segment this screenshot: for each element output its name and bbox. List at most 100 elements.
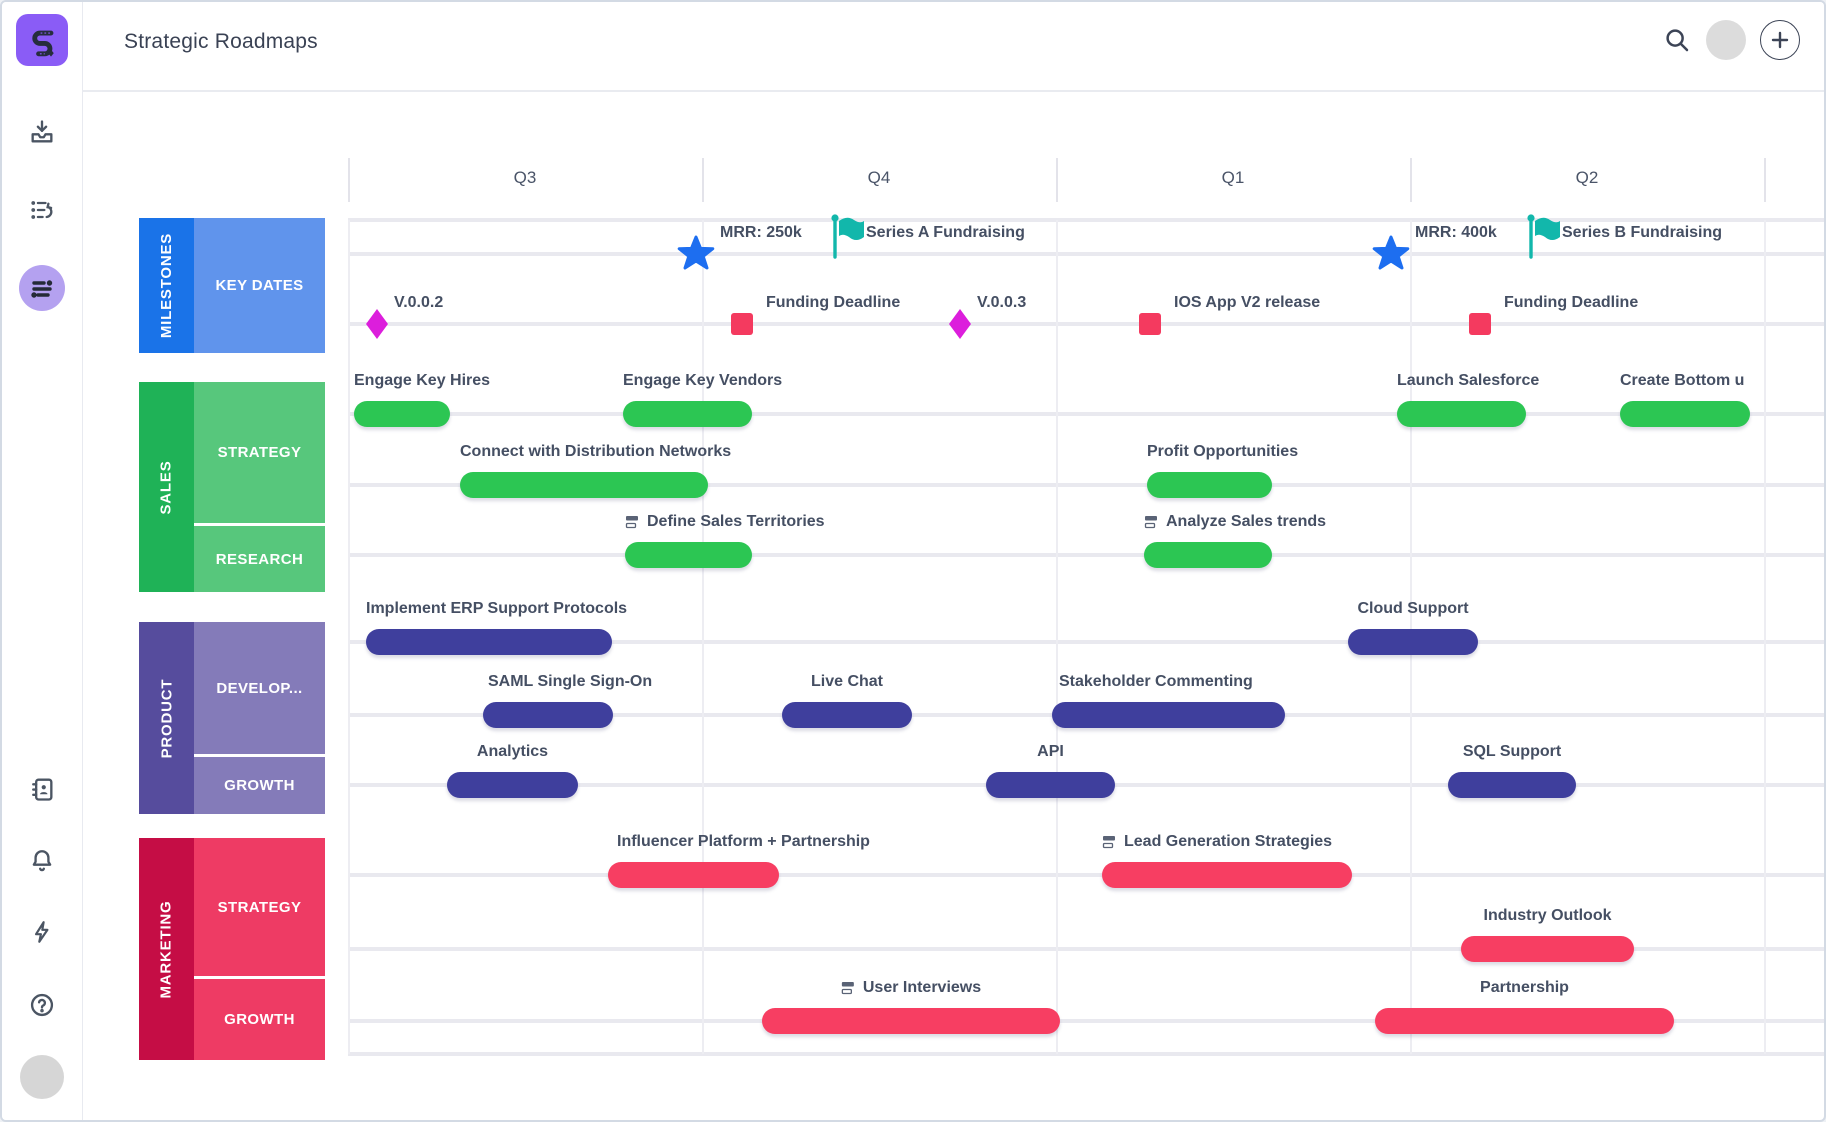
roadmap-bar-label: API <box>1037 743 1064 760</box>
roadmap-bar-label: SQL Support <box>1462 743 1562 760</box>
milestone-label: MRR: 250k <box>720 224 802 241</box>
quarter-label: Q3 <box>513 168 537 187</box>
roadmap-bar[interactable] <box>782 702 912 728</box>
roadmap-bar[interactable] <box>623 401 752 427</box>
square-milestone-marker[interactable] <box>1468 312 1492 336</box>
roadmap-bar[interactable] <box>1461 936 1634 962</box>
roadmap-bar[interactable] <box>986 772 1115 798</box>
swimlane-name: PRODUCT <box>139 622 194 814</box>
sub-items-icon <box>625 515 640 529</box>
activity-icon[interactable] <box>29 919 55 945</box>
search-icon[interactable] <box>1662 25 1692 55</box>
star-milestone-marker[interactable] <box>675 233 717 275</box>
milestone-label: IOS App V2 release <box>1174 294 1321 311</box>
roadmap-bar[interactable] <box>1147 472 1272 498</box>
add-button[interactable] <box>1760 20 1800 60</box>
row-gridline <box>348 553 1824 557</box>
roadmap-bar[interactable] <box>483 702 613 728</box>
notifications-icon[interactable] <box>28 846 56 874</box>
roadmap-bar-label: Engage Key Vendors <box>623 372 783 389</box>
roadmap-bar-label: Partnership <box>1480 979 1569 996</box>
swimlane-row-label: RESEARCH <box>194 526 325 592</box>
swimlane-name: MILESTONES <box>139 218 194 353</box>
roadmap-view-icon[interactable] <box>19 265 65 311</box>
roadmap-bar[interactable] <box>1348 629 1478 655</box>
row-gridline <box>348 322 1824 326</box>
sub-items-icon <box>1144 515 1159 529</box>
roadmap-bar-label: Influencer Platform + Partnership <box>617 833 870 850</box>
roadmap-bar-label: Create Bottom u <box>1620 372 1745 389</box>
roadmap-bar-label: Connect with Distribution Networks <box>460 443 732 460</box>
quarter-tick <box>702 158 704 202</box>
row-gridline <box>348 218 1824 222</box>
roadmap-bar-label: User Interviews <box>841 978 981 998</box>
roadmap-bar[interactable] <box>1375 1008 1674 1034</box>
backlog-icon[interactable] <box>28 196 56 224</box>
left-sidebar <box>2 2 83 1120</box>
roadmap-bar[interactable] <box>1397 401 1526 427</box>
roadmap-bar[interactable] <box>762 1008 1060 1034</box>
swimlane-row-label: KEY DATES <box>194 218 325 353</box>
top-header: Strategic Roadmaps <box>82 2 1824 92</box>
roadmap-bar[interactable] <box>625 542 752 568</box>
diamond-milestone-marker[interactable] <box>948 308 972 340</box>
roadmap-bar[interactable] <box>354 401 450 427</box>
contacts-icon[interactable] <box>28 775 56 803</box>
sub-items-icon <box>1102 835 1117 849</box>
help-icon[interactable] <box>28 991 56 1019</box>
quarter-label: Q1 <box>1221 168 1245 187</box>
roadmap-bar-label: Implement ERP Support Protocols <box>366 600 628 617</box>
roadmap-bar[interactable] <box>1448 772 1576 798</box>
row-gridline <box>348 873 1824 877</box>
roadmap-bar[interactable] <box>1620 401 1750 427</box>
diamond-milestone-marker[interactable] <box>365 308 389 340</box>
account-avatar[interactable] <box>20 1055 64 1099</box>
roadmap-bar[interactable] <box>608 862 779 888</box>
roadmap-bar[interactable] <box>447 772 578 798</box>
flag-milestone-marker[interactable] <box>830 210 870 262</box>
roadmap-bar-label: Launch Salesforce <box>1397 372 1540 389</box>
milestone-label: V.0.0.3 <box>977 294 1027 311</box>
column-gridline <box>1056 220 1058 1054</box>
flag-milestone-marker[interactable] <box>1526 210 1566 262</box>
roadmap-bar[interactable] <box>1052 702 1285 728</box>
roadmap-bar-label: Define Sales Territories <box>625 512 825 532</box>
milestone-label: Funding Deadline <box>1504 294 1639 311</box>
sub-items-icon <box>841 981 856 995</box>
roadmap-bar-label: Lead Generation Strategies <box>1102 832 1332 852</box>
roadmap-bar[interactable] <box>366 629 612 655</box>
column-gridline <box>1764 220 1766 1054</box>
row-gridline <box>348 1019 1824 1023</box>
roadmap-bar[interactable] <box>1144 542 1272 568</box>
quarter-tick <box>1056 158 1058 202</box>
roadmap-bar-label: Analyze Sales trends <box>1144 512 1326 532</box>
user-avatar[interactable] <box>1706 20 1746 60</box>
swimlane-name: MARKETING <box>139 838 194 1060</box>
milestone-label: Series A Fundraising <box>866 224 1025 241</box>
square-milestone-marker[interactable] <box>730 312 754 336</box>
square-milestone-marker[interactable] <box>1138 312 1162 336</box>
swimlane-row-label: DEVELOP... <box>194 622 325 754</box>
quarter-label: Q2 <box>1575 168 1599 187</box>
exports-icon[interactable] <box>28 118 56 146</box>
roadmap-bar[interactable] <box>460 472 708 498</box>
milestone-label: V.0.0.2 <box>394 294 444 311</box>
row-gridline <box>348 947 1824 951</box>
row-gridline <box>348 252 1824 256</box>
swimlane-row-label: STRATEGY <box>194 838 325 976</box>
roadmap-bar-label: Live Chat <box>810 673 884 690</box>
roadmap-bar-label: Engage Key Hires <box>354 372 491 389</box>
app-logo-icon[interactable] <box>16 14 68 66</box>
roadmap-bar-label: Analytics <box>476 743 549 760</box>
milestone-label: Funding Deadline <box>766 294 901 311</box>
roadmap-bar[interactable] <box>1102 862 1352 888</box>
star-milestone-marker[interactable] <box>1370 233 1412 275</box>
swimlane-name: SALES <box>139 382 194 592</box>
milestone-label: MRR: 400k <box>1415 224 1497 241</box>
row-gridline <box>348 640 1824 644</box>
